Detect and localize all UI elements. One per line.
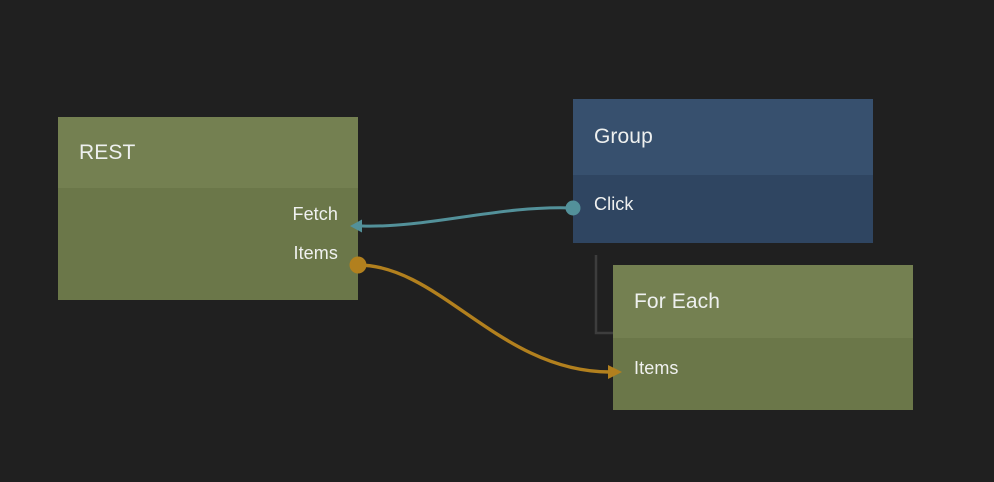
node-for-each[interactable]: For Each Items — [613, 265, 913, 410]
port-group-click[interactable]: Click — [594, 194, 634, 215]
port-group-click-label: Click — [594, 194, 634, 214]
node-group-header[interactable]: Group — [573, 99, 873, 175]
port-rest-fetch-label: Fetch — [292, 204, 338, 224]
edge-click-to-fetch-path — [360, 206, 575, 228]
node-rest-body: Fetch Items — [58, 188, 358, 300]
port-rest-fetch[interactable]: Fetch — [292, 204, 338, 225]
node-group-title: Group — [594, 125, 653, 148]
port-for-each-items-label: Items — [634, 358, 679, 378]
port-rest-items-label: Items — [293, 243, 338, 263]
edge-items-to-items[interactable] — [349, 256, 623, 380]
node-rest-title: REST — [79, 140, 136, 164]
node-group[interactable]: Group Click — [573, 99, 873, 243]
port-for-each-items[interactable]: Items — [634, 358, 679, 379]
edge-click-to-fetch[interactable] — [350, 200, 581, 233]
node-rest-header[interactable]: REST — [58, 117, 358, 188]
node-group-body: Click — [573, 175, 873, 243]
edge-items-to-items-path — [356, 263, 612, 374]
node-for-each-body: Items — [613, 338, 913, 410]
node-for-each-title: For Each — [634, 289, 720, 313]
port-rest-items[interactable]: Items — [293, 243, 338, 264]
group-child-bracket — [594, 255, 613, 335]
node-rest[interactable]: REST Fetch Items — [58, 117, 358, 300]
node-for-each-header[interactable]: For Each — [613, 265, 913, 338]
